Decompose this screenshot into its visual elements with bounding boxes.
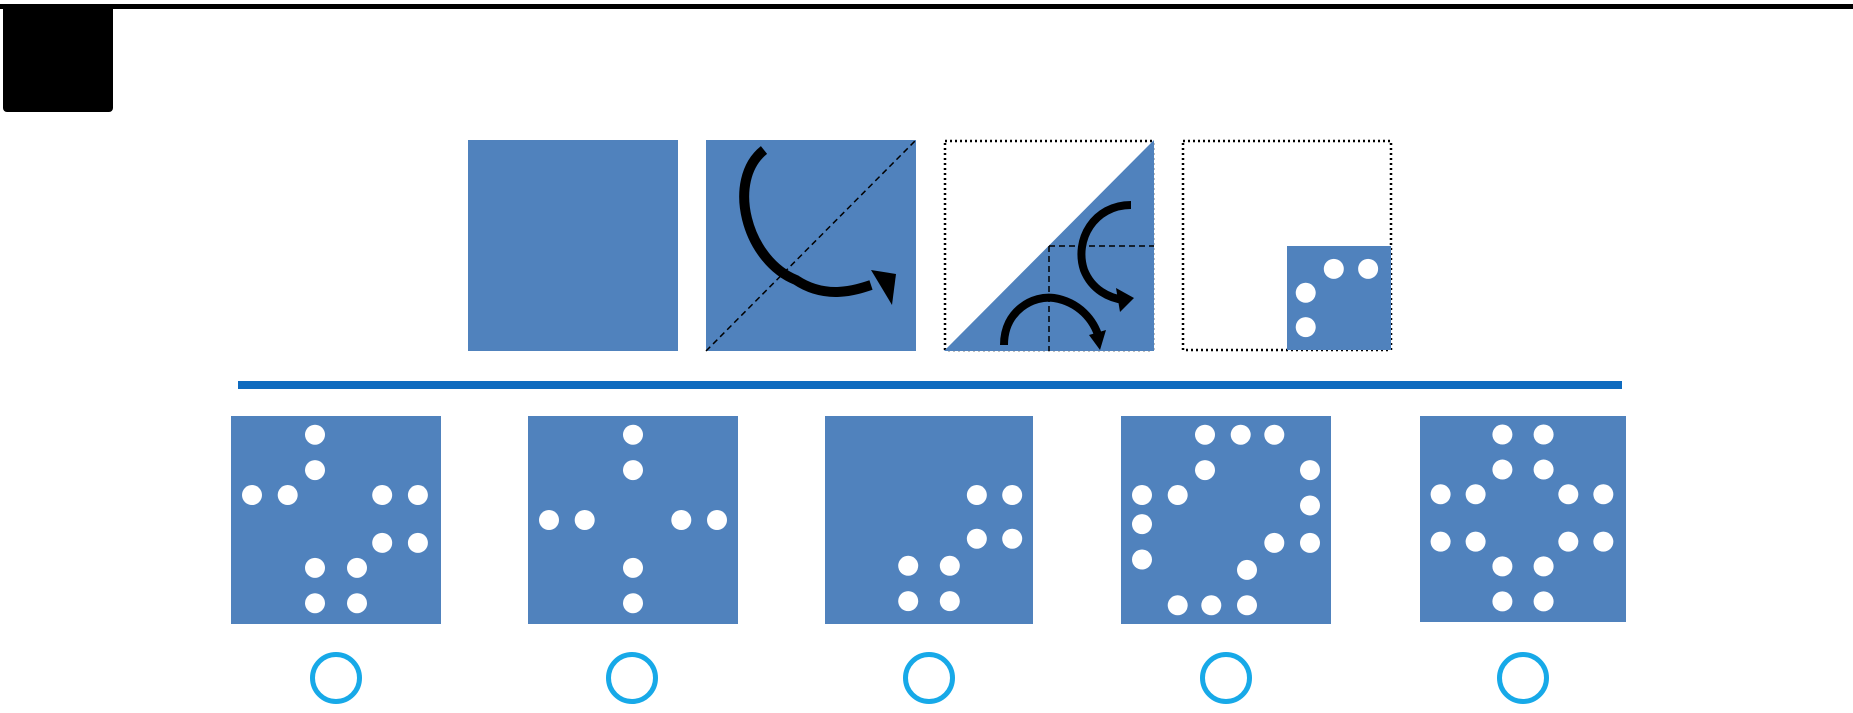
- hole-dot: [1264, 424, 1285, 445]
- curved-fold-arrow-icon: [1077, 201, 1134, 312]
- hole-dot: [1358, 258, 1379, 279]
- corner-block: [3, 7, 113, 112]
- step-4-punched-result: [1181, 139, 1393, 352]
- hole-dot: [1264, 532, 1285, 553]
- hole-dot: [305, 424, 325, 445]
- hole-dot: [1593, 531, 1614, 552]
- hole-dot: [1558, 531, 1579, 552]
- option-3-tile: [825, 416, 1033, 624]
- top-rule: [0, 4, 1853, 9]
- hole-dot: [1492, 591, 1513, 612]
- hole-dot: [1593, 484, 1614, 505]
- hole-dot: [1533, 591, 1554, 612]
- hole-dot: [1167, 595, 1188, 616]
- hole-dot: [1533, 556, 1554, 577]
- hole-dot: [1295, 317, 1316, 338]
- hole-dot: [1430, 484, 1451, 505]
- hole-dot: [372, 485, 393, 506]
- hole-dot: [707, 510, 727, 530]
- hole-dot: [1002, 528, 1023, 549]
- hole-dot: [1492, 424, 1513, 445]
- hole-dot: [1533, 459, 1554, 480]
- hole-dot: [539, 510, 559, 530]
- option-5-radio[interactable]: [1497, 652, 1549, 704]
- option-1-tile: [231, 416, 441, 624]
- hole-dot: [623, 593, 643, 614]
- hole-dot: [898, 555, 919, 576]
- hole-dot: [1300, 532, 1320, 553]
- curved-fold-arrow-icon: [739, 146, 896, 305]
- hole-dot: [1492, 459, 1513, 480]
- hole-dot: [966, 528, 987, 549]
- hole-dot: [1237, 595, 1257, 616]
- hole-dot: [898, 591, 919, 612]
- option-2-tile: [528, 416, 738, 624]
- hole-dot: [1492, 556, 1513, 577]
- hole-dot: [939, 591, 960, 612]
- hole-dot: [242, 485, 262, 506]
- hole-dot: [305, 557, 325, 578]
- hole-dot: [1195, 460, 1215, 481]
- hole-dot: [1132, 485, 1152, 506]
- hole-dot: [1300, 460, 1320, 481]
- option-1-radio[interactable]: [310, 652, 362, 704]
- hole-dot: [671, 510, 692, 530]
- hole-dot: [1558, 484, 1579, 505]
- hole-dot: [1132, 549, 1152, 570]
- hole-dot: [1465, 531, 1486, 552]
- step-2-diagonal-fold: [705, 139, 917, 352]
- hole-dot: [407, 532, 428, 553]
- hole-dot: [623, 460, 643, 481]
- hole-dot: [1323, 258, 1344, 279]
- hole-dot: [1167, 485, 1188, 506]
- hole-dot: [372, 532, 393, 553]
- hole-dot: [966, 485, 987, 506]
- hole-dot: [1230, 424, 1251, 445]
- hole-dot: [1237, 559, 1257, 580]
- option-5-tile: [1420, 416, 1626, 622]
- hole-dot: [277, 485, 298, 506]
- hole-dot: [939, 555, 960, 576]
- hole-dot: [1132, 514, 1152, 535]
- step-3-second-fold: [943, 139, 1155, 352]
- step-1-blank-square: [468, 140, 678, 351]
- hole-dot: [623, 424, 643, 445]
- option-4-radio[interactable]: [1200, 652, 1252, 704]
- hole-dot: [1295, 282, 1316, 303]
- hole-dot: [1430, 531, 1451, 552]
- hole-dot: [1002, 485, 1023, 506]
- hole-dot: [1201, 595, 1222, 616]
- divider-line: [238, 381, 1622, 389]
- hole-dot: [1533, 424, 1554, 445]
- option-3-radio[interactable]: [903, 652, 955, 704]
- hole-dot: [407, 485, 428, 506]
- hole-dot: [574, 510, 595, 530]
- option-4-tile: [1121, 416, 1331, 624]
- hole-dot: [1195, 424, 1215, 445]
- square-tile: [468, 140, 678, 351]
- square-tile: [706, 140, 916, 351]
- curved-fold-arrow-icon: [1000, 293, 1106, 350]
- punched-holes: [1295, 258, 1379, 338]
- hole-dot: [347, 557, 367, 578]
- hole-dot: [305, 593, 325, 614]
- hole-dot: [1465, 484, 1486, 505]
- hole-dot: [347, 593, 367, 614]
- hole-dot: [1300, 495, 1320, 516]
- hole-dot: [305, 460, 325, 481]
- option-2-radio[interactable]: [606, 652, 658, 704]
- hole-dot: [623, 557, 643, 578]
